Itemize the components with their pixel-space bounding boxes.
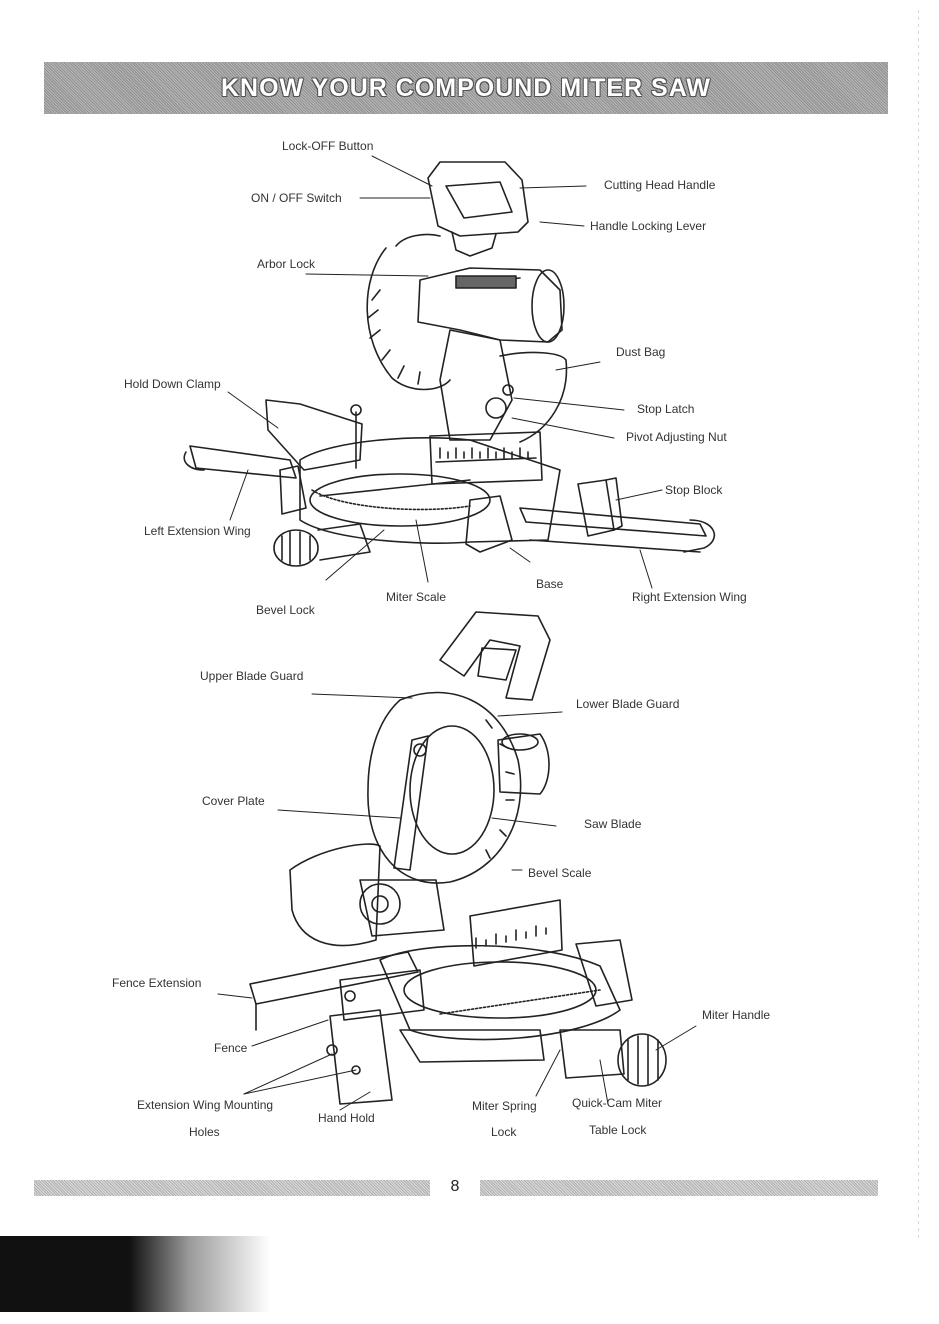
label-bevel-scale: Bevel Scale <box>528 866 592 880</box>
page-title: KNOW YOUR COMPOUND MITER SAW <box>220 73 712 102</box>
label-base: Base <box>536 577 564 591</box>
label-on-off-switch: ON / OFF Switch <box>251 191 342 205</box>
label-hand-hold: Hand Hold <box>318 1111 375 1125</box>
label-table-lock: Table Lock <box>589 1123 647 1137</box>
page-edge-rule <box>918 10 919 1240</box>
label-left-extension-wing: Left Extension Wing <box>144 524 251 538</box>
label-miter-scale: Miter Scale <box>386 590 447 604</box>
page-number: 8 <box>450 1178 460 1195</box>
footer-bar-left <box>34 1180 430 1196</box>
label-pivot-adjusting-nut: Pivot Adjusting Nut <box>626 430 727 444</box>
label-bevel-lock: Bevel Lock <box>256 603 315 617</box>
top-saw-drawing <box>183 161 715 567</box>
label-cover-plate: Cover Plate <box>202 794 265 808</box>
label-fence: Fence <box>214 1041 248 1055</box>
label-dust-bag: Dust Bag <box>616 345 666 359</box>
bottom-saw-drawing <box>249 611 667 1105</box>
label-right-extension-wing: Right Extension Wing <box>632 590 747 604</box>
label-miter-spring: Miter Spring <box>472 1099 537 1113</box>
label-quick-cam-miter: Quick-Cam Miter <box>572 1096 663 1110</box>
label-handle-locking-lever: Handle Locking Lever <box>590 219 707 233</box>
label-lower-blade-guard: Lower Blade Guard <box>576 697 680 711</box>
label-fence-extension: Fence Extension <box>112 976 202 990</box>
label-extension-wing-mounting: Extension Wing Mounting <box>137 1098 274 1112</box>
label-lock-off-button: Lock-OFF Button <box>282 139 374 153</box>
label-cutting-head-handle: Cutting Head Handle <box>604 178 716 192</box>
footer-bar-right <box>480 1180 878 1196</box>
header-banner: KNOW YOUR COMPOUND MITER SAW <box>44 62 888 114</box>
scan-corner-shadow <box>0 1236 270 1312</box>
label-arbor-lock: Arbor Lock <box>257 257 316 271</box>
bottom-leader-lines <box>217 693 697 1111</box>
label-upper-blade-guard: Upper Blade Guard <box>200 669 304 683</box>
top-leader-lines <box>227 155 663 589</box>
label-miter-handle: Miter Handle <box>702 1008 771 1022</box>
label-miter-spring-lock: Lock <box>491 1125 517 1139</box>
label-hold-down-clamp: Hold Down Clamp <box>124 377 221 391</box>
label-stop-block: Stop Block <box>665 483 723 497</box>
label-extension-wing-mounting-holes: Holes <box>189 1125 220 1139</box>
label-stop-latch: Stop Latch <box>637 402 695 416</box>
label-saw-blade: Saw Blade <box>584 817 642 831</box>
